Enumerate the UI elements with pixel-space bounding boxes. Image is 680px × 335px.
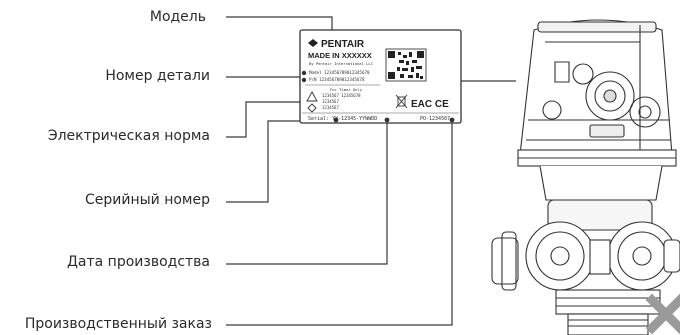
date-pointer-dot: [384, 117, 390, 123]
qr-code-icon: [385, 48, 427, 82]
label-timer-line-3: 1234567: [322, 105, 339, 110]
close-mark-icon: [645, 293, 680, 335]
label-order: PO-1234567: [420, 116, 450, 122]
serial-pointer-dot: [333, 117, 339, 123]
leader-production-order: [226, 122, 453, 326]
callout-model: Модель: [149, 9, 206, 25]
model-pointer-dot: [301, 70, 307, 76]
callout-production-date: Дата производства: [66, 254, 210, 270]
pentair-logo-icon: [308, 39, 318, 47]
callout-part-number: Номер детали: [105, 68, 210, 84]
label-timer-line-2: 1234567: [322, 99, 339, 104]
label-marks: EAC CE: [411, 99, 449, 110]
label-brand: PENTAIR: [321, 39, 365, 50]
leader-serial-number: [226, 120, 336, 203]
label-made-in: MADE IN XXXXXX: [308, 51, 372, 60]
label-pn-code: P/N 123456789012345678: [309, 77, 365, 82]
order-pointer-dot: [449, 117, 455, 123]
pn-pointer-dot: [301, 77, 307, 83]
leader-production-date: [226, 122, 388, 265]
label-by-line: By Pentair International LLC: [309, 61, 373, 66]
callout-electrical-rating: Электрическая норма: [47, 128, 210, 144]
valve-illustration: [491, 19, 680, 335]
callout-production-order: Производственный заказ: [24, 316, 212, 332]
product-label: PENTAIR MADE IN XXXXXX By Pentair Intern…: [299, 29, 462, 124]
weee-bin-icon: [395, 94, 408, 109]
label-timer-header: For Timer Only: [330, 87, 363, 92]
leader-electrical-rating: [226, 101, 306, 138]
warning-icon: [306, 91, 318, 113]
label-timer-line-1: 1234567 12345678: [322, 93, 361, 98]
callout-serial-number: Серийный номер: [84, 192, 210, 208]
label-serial: Serial: YY-12345-YYWWDD: [308, 116, 377, 122]
label-model-code: Model 123456789012345678: [309, 70, 370, 75]
